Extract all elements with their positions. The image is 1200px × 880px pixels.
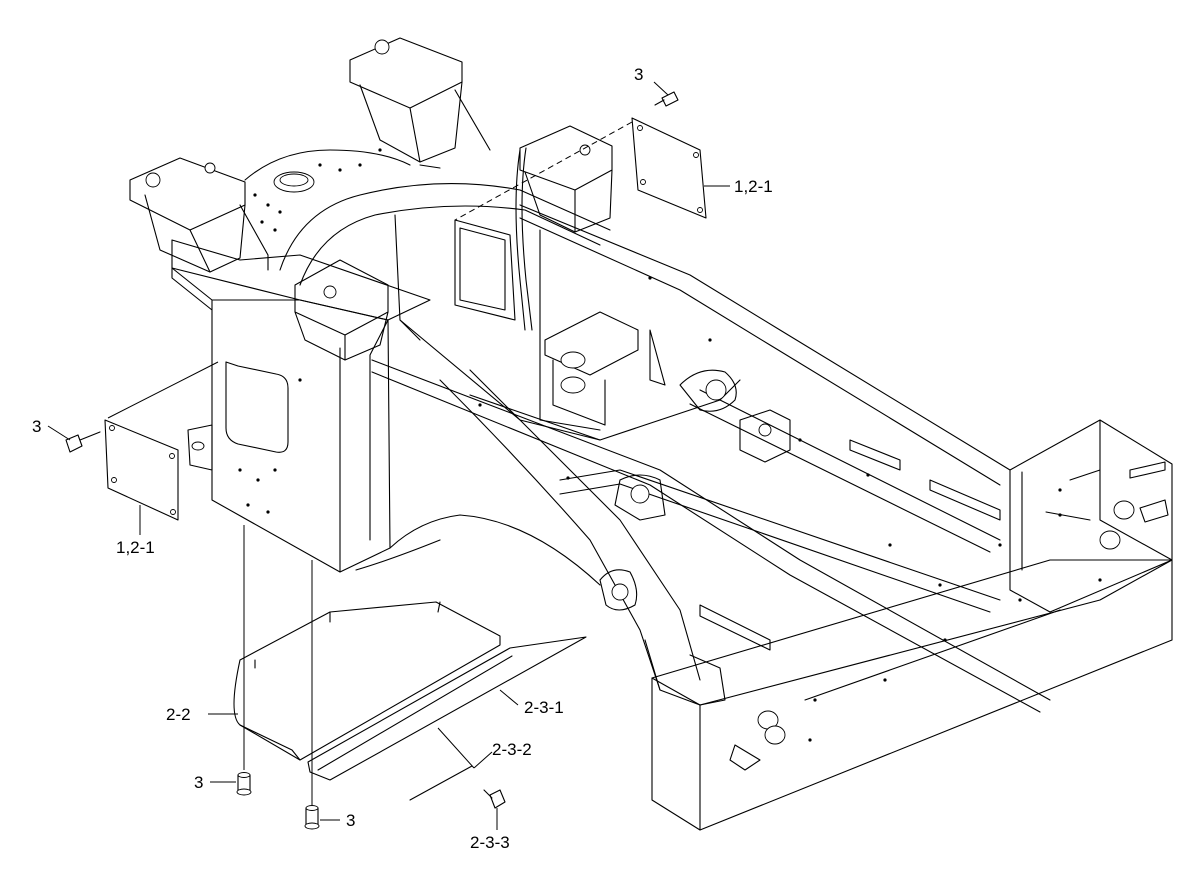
bolt-top [653,81,679,107]
label-rail: 2-3-1 [524,698,564,717]
label-cover-top-right: 1,2-1 [734,177,773,196]
label-rod-bolt: 2-3-3 [470,833,510,852]
lower-frame [129,37,1173,831]
rod [409,727,493,801]
bolt-bottom-left [210,772,252,796]
under-cover [208,525,501,805]
label-bolt-bottom-left: 3 [194,773,203,792]
label-bolt-left: 3 [32,417,41,436]
label-bolt-bottom-mid: 3 [346,811,355,830]
cover-plate-left [104,361,219,521]
label-cover-left: 1,2-1 [116,538,155,557]
label-rod: 2-3-2 [492,740,532,759]
cover-plate-top-right [454,117,707,221]
label-bolt-top: 3 [634,65,643,84]
rod-bolt [483,789,506,830]
bolt-left [47,425,101,453]
bolt-bottom-mid [304,805,340,830]
bolt-holes [238,148,1102,742]
label-under-cover: 2-2 [166,705,191,724]
rail [307,636,587,781]
